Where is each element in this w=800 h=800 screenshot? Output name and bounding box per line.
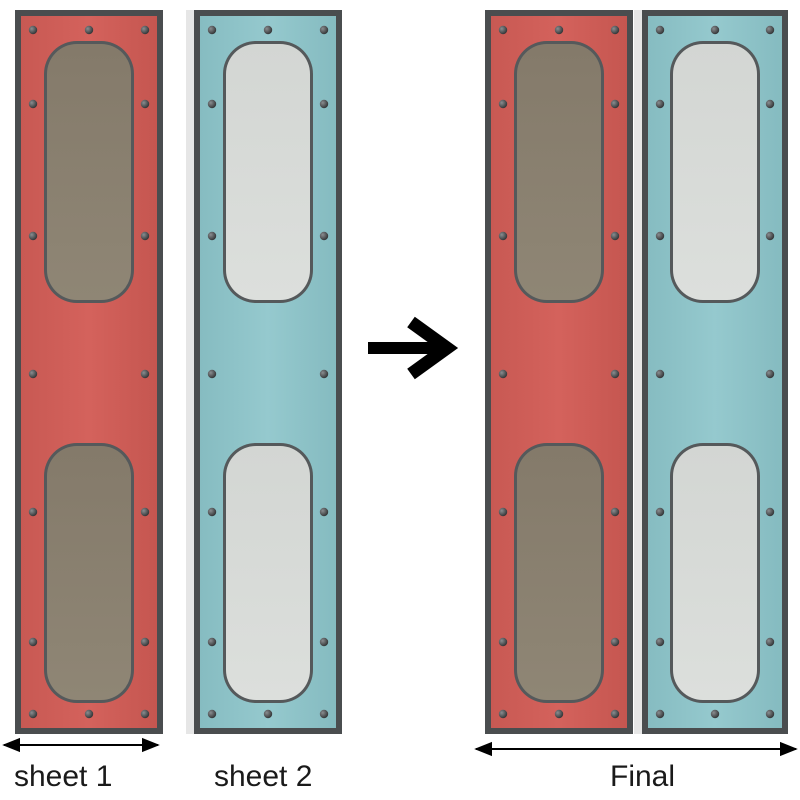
final-red-window-1 [517, 44, 601, 300]
sheet-2-edge-strip [186, 10, 194, 734]
rivet [655, 507, 665, 517]
rivet [610, 231, 620, 241]
sheet-1-window-2 [47, 446, 131, 700]
rivet [28, 99, 38, 109]
rivet [207, 99, 217, 109]
sheet-2-window-2 [226, 446, 310, 700]
rivet [28, 25, 38, 35]
rivet [319, 709, 329, 719]
rivet [207, 637, 217, 647]
rivet [765, 637, 775, 647]
rivet [498, 231, 508, 241]
rivet [554, 709, 564, 719]
rivet [765, 99, 775, 109]
rivet [655, 369, 665, 379]
rivet [28, 231, 38, 241]
sheet-2-panel [186, 10, 342, 734]
rivet [554, 25, 564, 35]
rivet [765, 231, 775, 241]
rivet [498, 507, 508, 517]
rivet [140, 637, 150, 647]
rivet [207, 231, 217, 241]
rivet [207, 709, 217, 719]
final-blue-window-1 [673, 44, 757, 300]
rivet [84, 25, 94, 35]
rivet [610, 709, 620, 719]
rivet [140, 99, 150, 109]
rivet [28, 709, 38, 719]
rivet [140, 507, 150, 517]
rivet [610, 99, 620, 109]
rivet [28, 637, 38, 647]
final-red-panel [485, 10, 633, 734]
sheet-1-label: sheet 1 [14, 760, 113, 793]
rivet [319, 25, 329, 35]
rivet [498, 25, 508, 35]
rivet [610, 507, 620, 517]
final-red-window-2 [517, 446, 601, 700]
rivet [498, 637, 508, 647]
rivet [765, 25, 775, 35]
rivet [319, 231, 329, 241]
rivet [655, 709, 665, 719]
sheet-2-window-1 [226, 44, 310, 300]
rivet [610, 637, 620, 647]
right-arrow-icon [368, 316, 459, 380]
rivet [263, 25, 273, 35]
final-blue-edge-strip [634, 10, 642, 734]
rivet [84, 709, 94, 719]
rivet [655, 637, 665, 647]
rivet [207, 369, 217, 379]
rivet [610, 369, 620, 379]
rivet [655, 231, 665, 241]
rivet [498, 99, 508, 109]
sheet-2-label: sheet 2 [214, 760, 313, 793]
final-blue-panel [634, 10, 788, 734]
rivet [263, 709, 273, 719]
rivet [207, 25, 217, 35]
rivet [28, 369, 38, 379]
rivet [710, 709, 720, 719]
rivet [319, 507, 329, 517]
rivet [140, 709, 150, 719]
final-label: Final [610, 760, 676, 793]
rivet [498, 369, 508, 379]
rivet [655, 99, 665, 109]
rivet [765, 369, 775, 379]
rivet [319, 637, 329, 647]
rivet [498, 709, 508, 719]
rivet [655, 25, 665, 35]
sheet-1-panel [15, 10, 163, 734]
rivet [140, 25, 150, 35]
rivet [28, 507, 38, 517]
rivet [140, 231, 150, 241]
rivet [710, 25, 720, 35]
rivet [610, 25, 620, 35]
final-blue-window-2 [673, 446, 757, 700]
rivet [765, 507, 775, 517]
rivet [207, 507, 217, 517]
rivet [319, 99, 329, 109]
rivet [140, 369, 150, 379]
rivet [319, 369, 329, 379]
sheet-1-window-1 [47, 44, 131, 300]
rivet [765, 709, 775, 719]
